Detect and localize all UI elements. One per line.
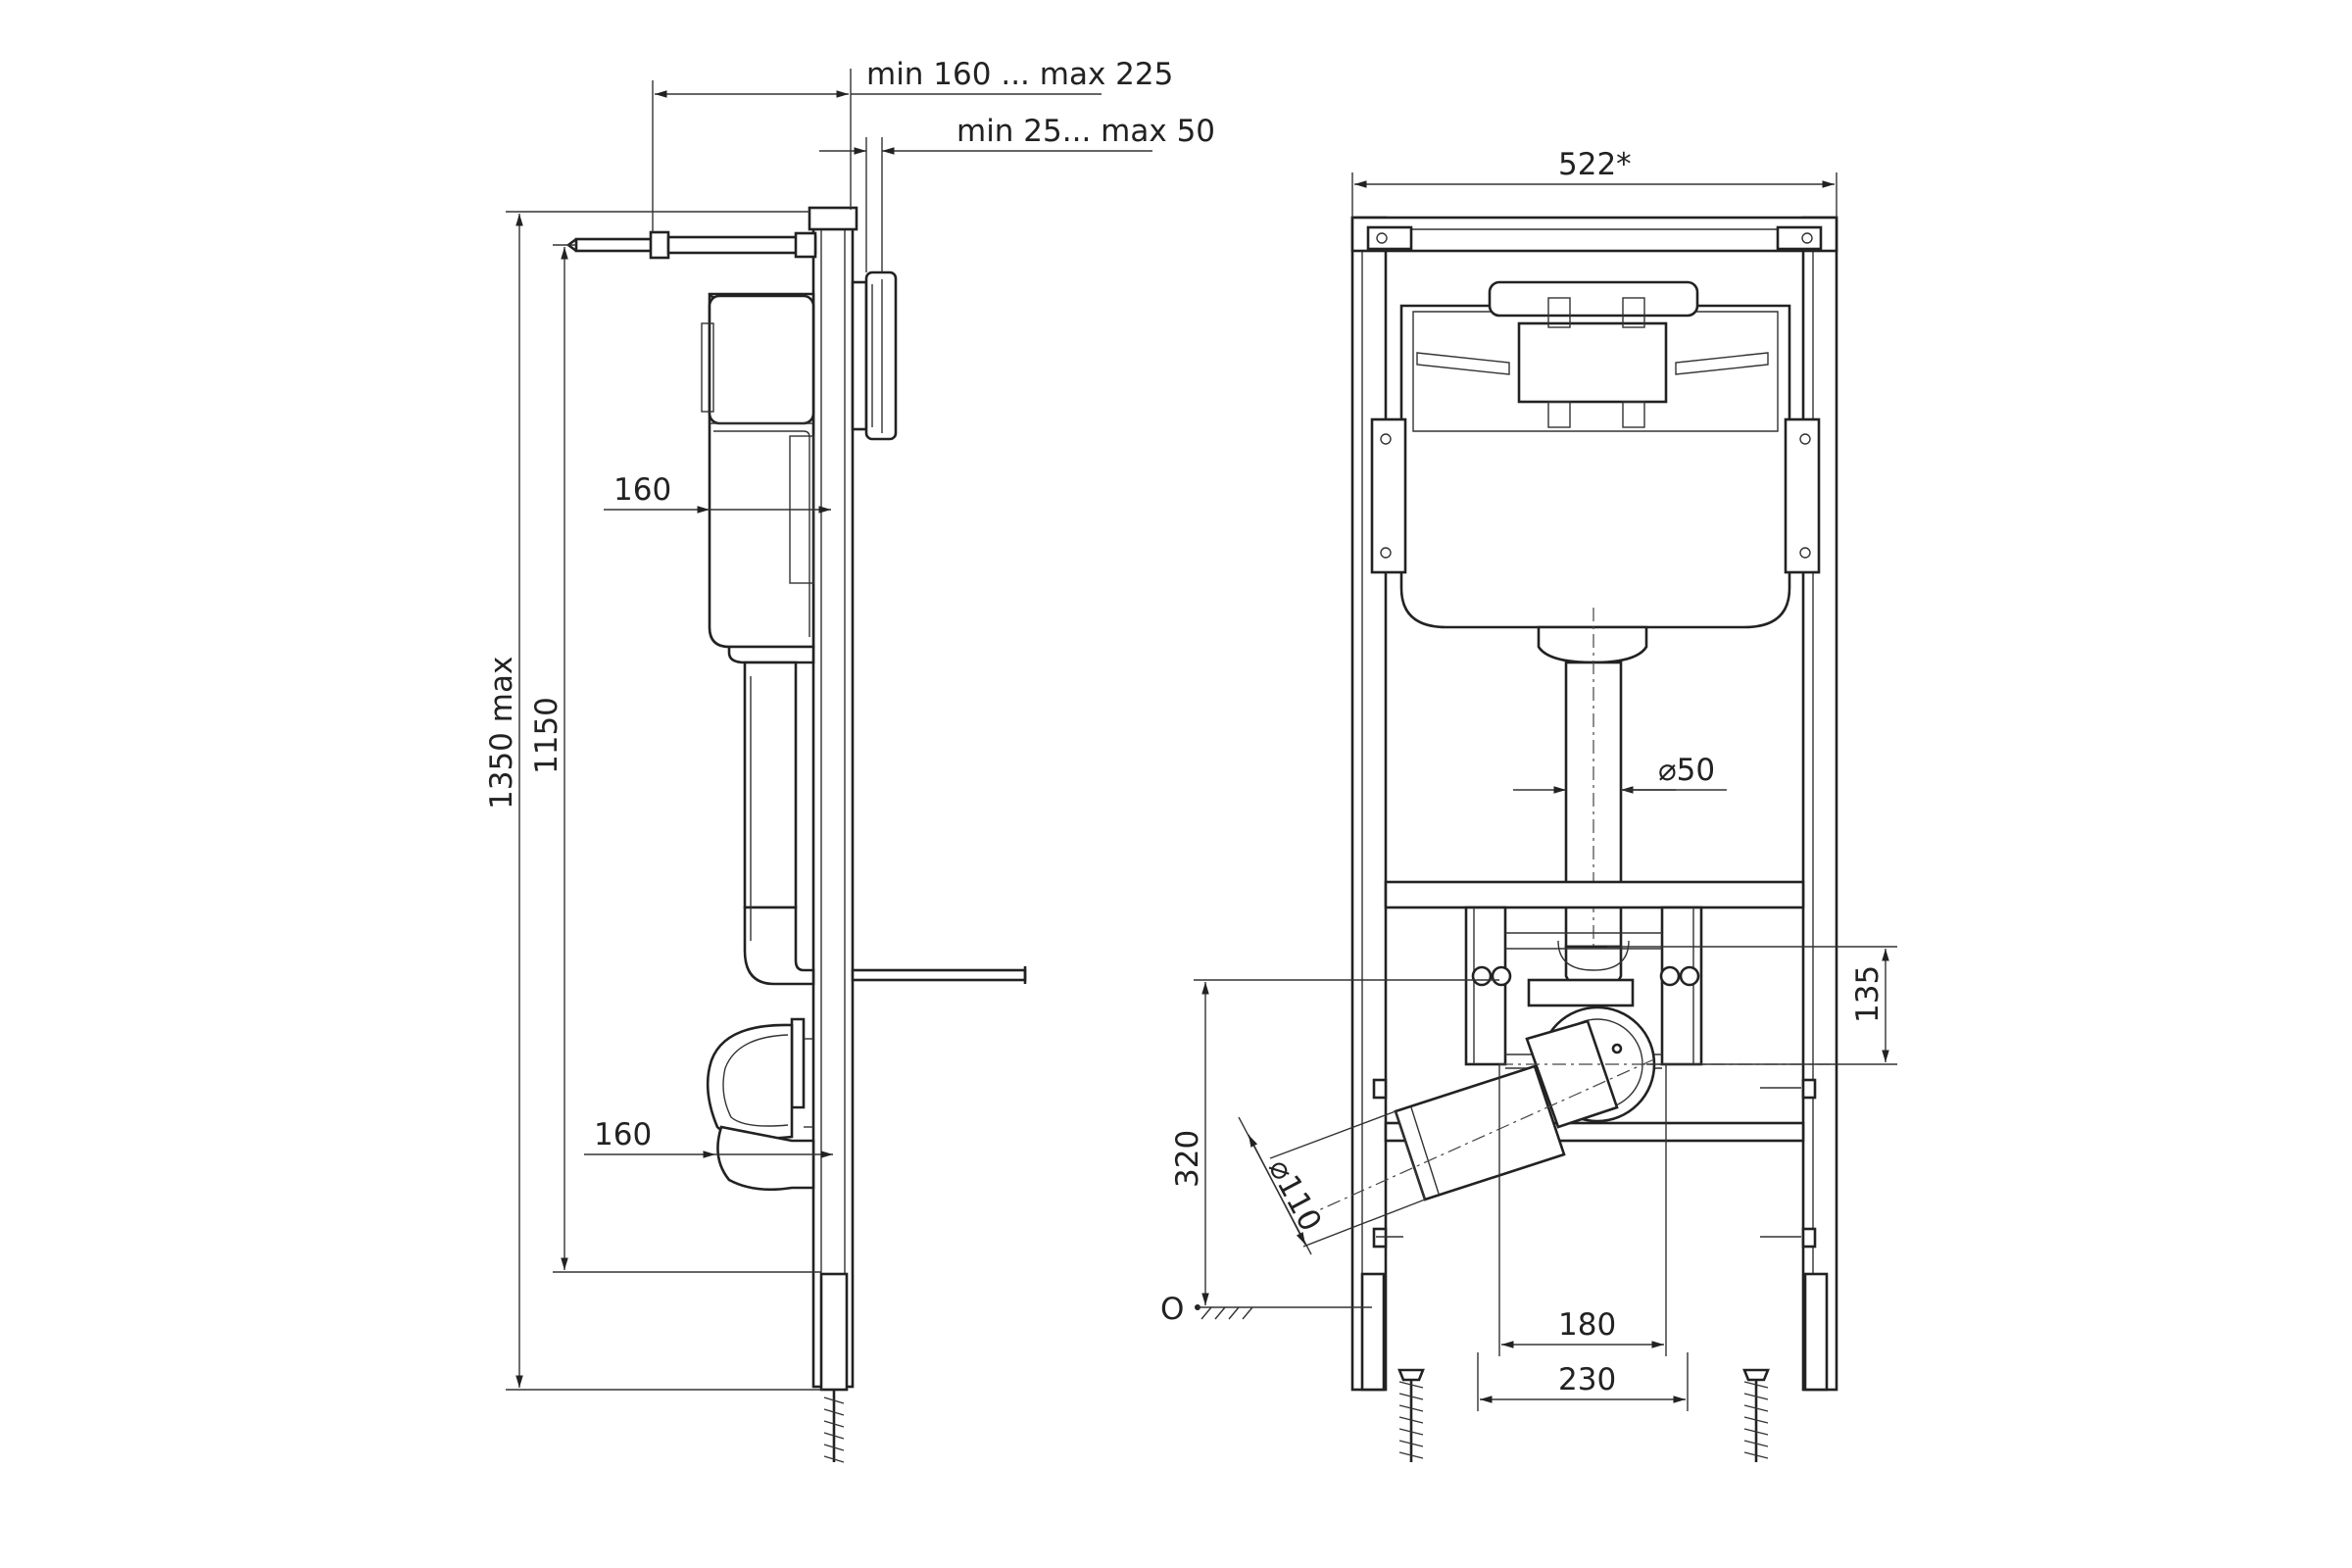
dim-drain-pipe-label: ⌀110 bbox=[1261, 1153, 1328, 1238]
dimension-outlet-depth: 160 bbox=[584, 1117, 833, 1158]
dim-outlet-depth-label: 160 bbox=[594, 1117, 652, 1152]
dim-cistern-depth-label: 160 bbox=[613, 472, 671, 508]
dimension-230: 230 bbox=[1477, 1352, 1689, 1411]
dimension-height: 1150 bbox=[529, 244, 821, 1273]
anchor-bolt-left bbox=[1397, 1368, 1425, 1462]
flush-pipe-front bbox=[1564, 608, 1623, 1029]
cistern-side bbox=[701, 292, 815, 664]
dimension-flush-range: min 160 ... max 225 bbox=[652, 57, 1173, 231]
dimension-180: 180 bbox=[1498, 1064, 1667, 1356]
dim-135-label: 135 bbox=[1850, 965, 1886, 1023]
dim-height-label: 1150 bbox=[529, 697, 564, 774]
lower-bolts bbox=[1372, 1078, 1817, 1249]
dim-flush-pipe-label: ⌀50 bbox=[1658, 753, 1715, 788]
frame-leg bbox=[819, 1272, 849, 1392]
anchor-bolt-right bbox=[1742, 1368, 1770, 1462]
dimension-height-max: 1350 max bbox=[484, 211, 823, 1391]
dimension-320: 320 bbox=[1170, 979, 1499, 1305]
anchor-bolt bbox=[823, 1390, 845, 1463]
front-view: 522* ⌀50 135 320 ⌀110 bbox=[1160, 147, 1897, 1462]
floor-label: O bbox=[1160, 1292, 1184, 1327]
drain-bend-side bbox=[706, 1017, 815, 1192]
support-bar bbox=[851, 966, 1027, 984]
dimension-width: 522* bbox=[1351, 147, 1838, 218]
flush-pipe-side bbox=[743, 661, 815, 986]
dim-flush-range-label: min 160 ... max 225 bbox=[866, 57, 1173, 92]
dim-180-label: 180 bbox=[1558, 1307, 1616, 1343]
cistern-front bbox=[1370, 280, 1821, 664]
dimension-flush-pipe: ⌀50 bbox=[1513, 753, 1727, 794]
dim-320-label: 320 bbox=[1170, 1130, 1205, 1188]
frame-post-left bbox=[1350, 216, 1388, 1392]
drain-bend-front bbox=[1302, 1005, 1833, 1218]
dimension-cistern-depth: 160 bbox=[604, 472, 831, 514]
frame-post-right bbox=[1801, 216, 1838, 1392]
dim-height-max-label: 1350 max bbox=[484, 657, 519, 809]
dim-width-label: 522* bbox=[1558, 147, 1632, 182]
frame-post bbox=[811, 212, 855, 1389]
dim-panel-range-label: min 25... max 50 bbox=[956, 114, 1215, 149]
dim-230-label: 230 bbox=[1558, 1362, 1616, 1397]
side-view: min 160 ... max 225 min 25... max 50 135… bbox=[484, 57, 1215, 1463]
wall-fixing-rod bbox=[565, 230, 817, 260]
dimension-panel-range: min 25... max 50 bbox=[819, 114, 1215, 272]
top-rail bbox=[1350, 216, 1838, 253]
dimension-135: 135 bbox=[1607, 946, 1897, 1065]
floor-reference: O bbox=[1160, 1292, 1372, 1327]
flush-plate-side bbox=[851, 270, 898, 441]
